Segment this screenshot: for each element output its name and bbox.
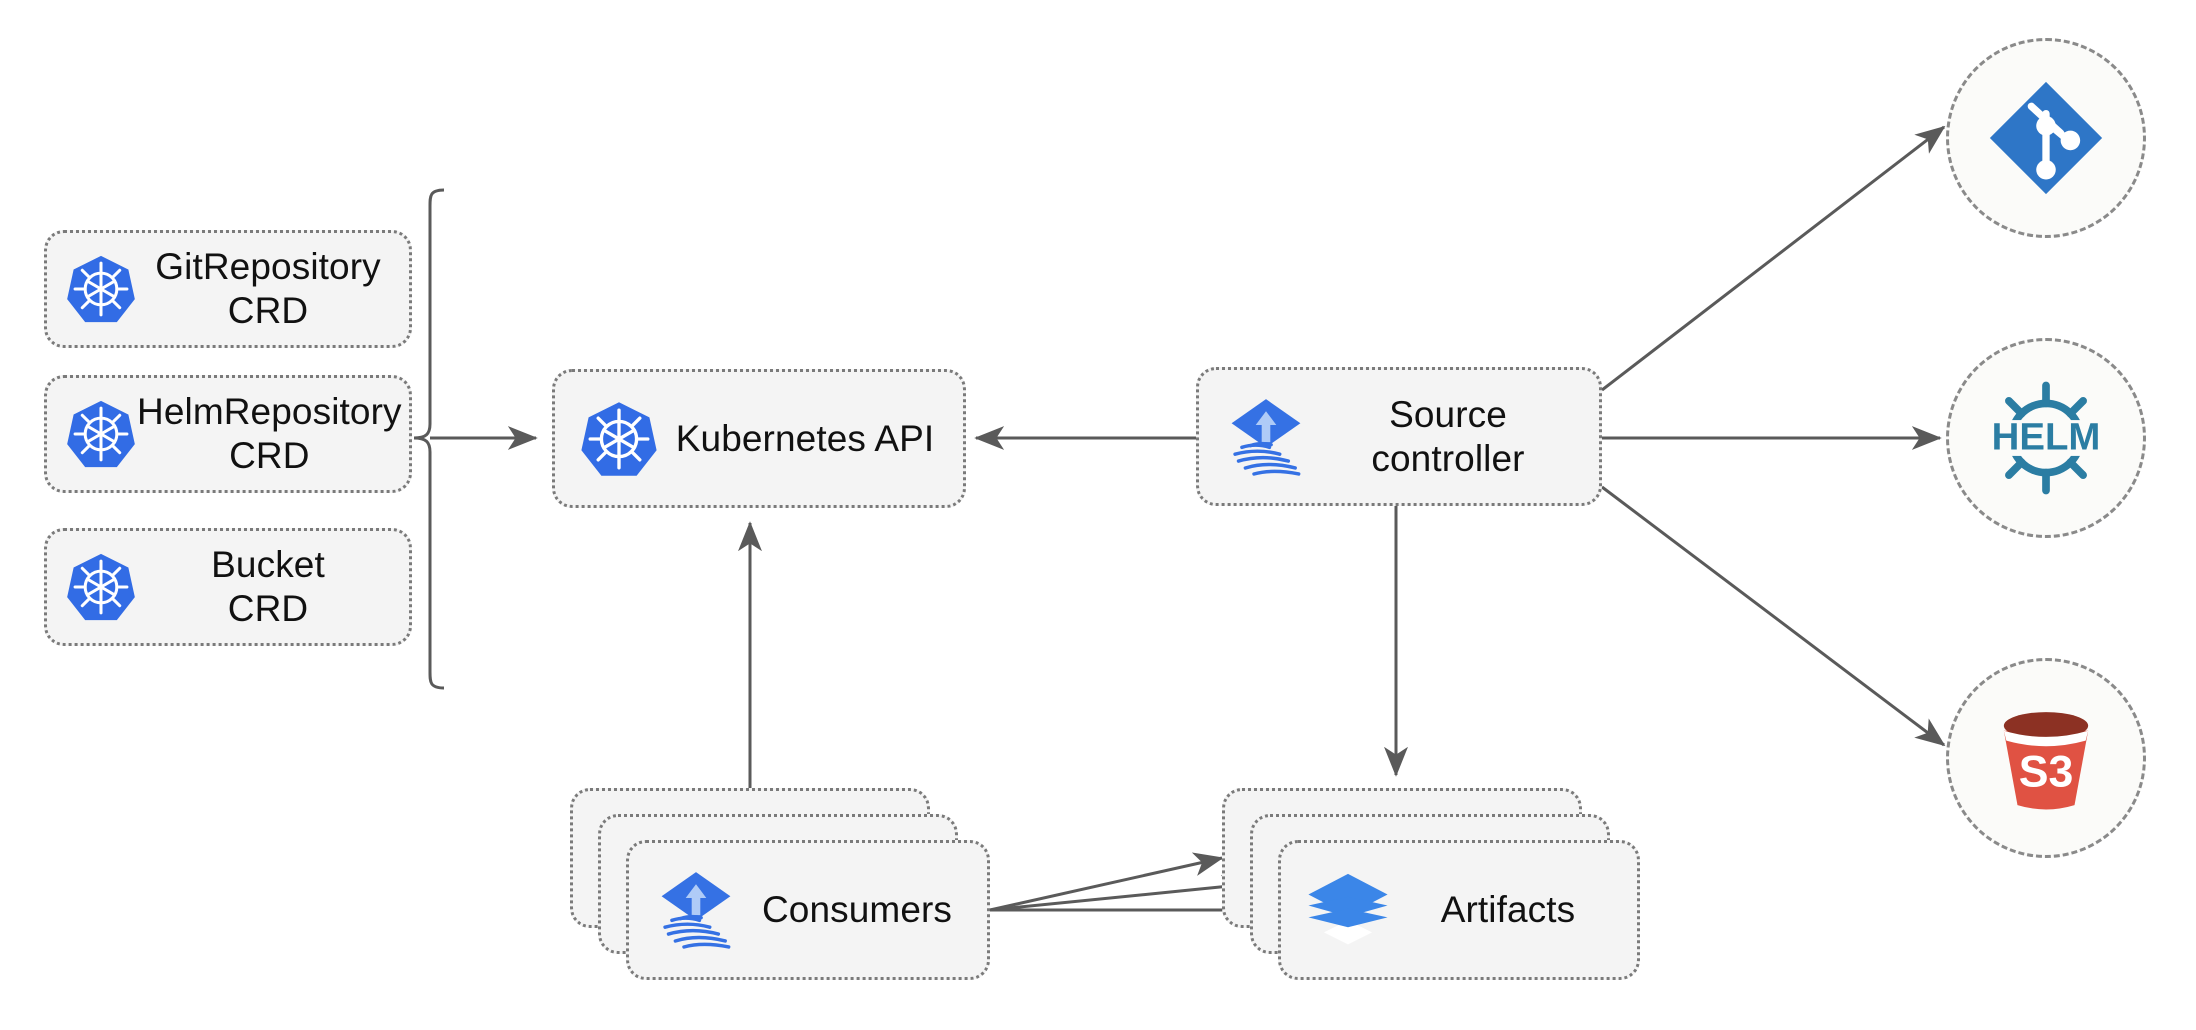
node-artifacts[interactable]: Artifacts [1278, 840, 1640, 980]
layers-icon [1308, 873, 1388, 945]
edge-consumers-to-artifacts-2 [989, 874, 1252, 912]
helm-label: HELM [1992, 416, 2101, 459]
crd-label: HelmRepository CRD [137, 391, 402, 476]
node-label: Consumers [761, 889, 953, 931]
git-icon [1989, 81, 2103, 195]
s3-bucket-icon: S3 [2003, 712, 2089, 810]
node-label: Kubernetes API [675, 417, 935, 459]
helm-icon: HELM [1984, 381, 2108, 495]
crd-group-bracket [413, 188, 445, 690]
s3-label: S3 [2019, 748, 2074, 797]
kubernetes-icon [581, 401, 657, 476]
source-circle-helm[interactable]: HELM [1946, 338, 2146, 538]
node-consumers[interactable]: Consumers [626, 840, 990, 980]
edge-source-controller-to-s3 [1601, 485, 1946, 747]
kubernetes-icon [67, 400, 135, 468]
crd-label: Bucket CRD [211, 544, 325, 629]
kubernetes-icon [67, 553, 135, 621]
node-kubernetes-api[interactable]: Kubernetes API [552, 369, 966, 508]
flux-icon [661, 872, 731, 949]
source-circle-s3[interactable]: S3 [1946, 658, 2146, 858]
node-label: Artifacts [1440, 889, 1576, 931]
crd-label: GitRepository CRD [155, 246, 381, 331]
edge-consumers-to-artifacts-1 [989, 852, 1224, 912]
source-circle-git[interactable] [1946, 38, 2146, 238]
flux-icon [1231, 398, 1301, 476]
node-label: Source controller [1371, 393, 1525, 479]
crd-box-gitrepository[interactable]: GitRepository CRD [44, 230, 412, 348]
edge-source-controller-to-git [1601, 125, 1946, 392]
kubernetes-icon [67, 255, 135, 323]
crd-box-helmrepository[interactable]: HelmRepository CRD [44, 375, 412, 493]
node-source-controller[interactable]: Source controller [1196, 367, 1602, 506]
crd-box-bucket[interactable]: Bucket CRD [44, 528, 412, 646]
